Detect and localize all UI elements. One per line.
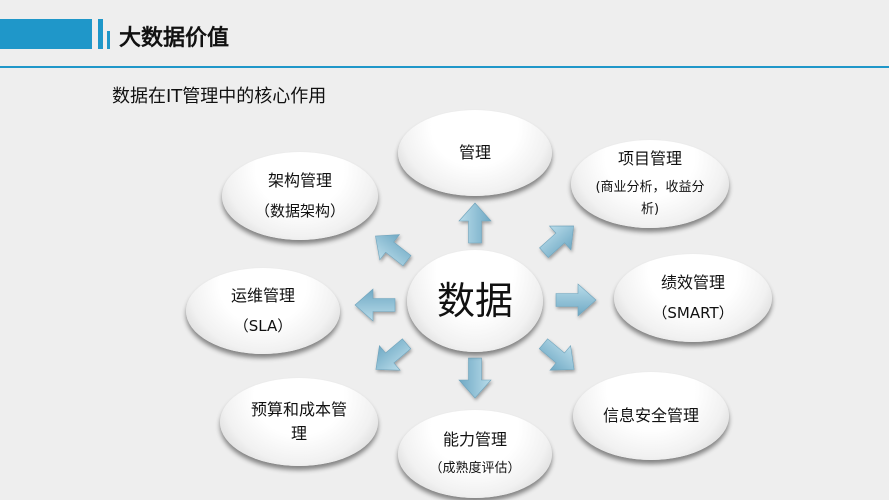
node-title: 绩效管理 (660, 273, 725, 292)
node-title: 管理 (458, 143, 491, 162)
page-subtitle: 数据在IT管理中的核心作用 (112, 86, 327, 107)
node-capability-management: 能力管理 （成熟度评估） (398, 410, 552, 498)
node-title: 预算和成本管理 (250, 400, 347, 443)
node-project-management: 项目管理 (商业分析，收益分析) (571, 140, 729, 228)
block-arrow (375, 234, 412, 267)
block-arrow (539, 225, 574, 258)
node-subtitle: （SLA） (233, 317, 293, 335)
node-title: 能力管理 (442, 430, 507, 449)
block-arrow (458, 202, 492, 244)
header-divider (0, 66, 889, 68)
node-title: 架构管理 (267, 171, 332, 190)
block-arrow (458, 357, 492, 399)
node-management: 管理 (398, 110, 552, 196)
node-title: 运维管理 (230, 286, 295, 305)
center-label: 数据 (436, 279, 513, 323)
block-arrow (354, 288, 396, 322)
node-security-management: 信息安全管理 (573, 372, 729, 460)
page-title: 大数据价值 (119, 26, 230, 51)
block-arrow (555, 283, 597, 317)
header-accent-stripe (107, 31, 110, 49)
block-arrow (375, 338, 412, 371)
header-accent-stripe (98, 19, 103, 49)
center-node-data: 数据 (407, 250, 543, 352)
block-arrow (538, 338, 575, 371)
node-subtitle: （数据架构） (254, 202, 345, 220)
node-subtitle: （SMART） (652, 304, 734, 322)
node-subtitle: (商业分析，收益分析) (595, 180, 705, 217)
node-title: 信息安全管理 (602, 406, 699, 425)
header-accent-block (0, 19, 92, 49)
node-operations-management: 运维管理 （SLA） (186, 268, 340, 354)
node-architecture-management: 架构管理 （数据架构） (222, 152, 378, 240)
node-subtitle: （成熟度评估） (429, 461, 521, 476)
node-budget-cost-management: 预算和成本管理 (220, 378, 378, 466)
node-performance-management: 绩效管理 （SMART） (614, 254, 772, 342)
node-title: 项目管理 (617, 149, 682, 168)
